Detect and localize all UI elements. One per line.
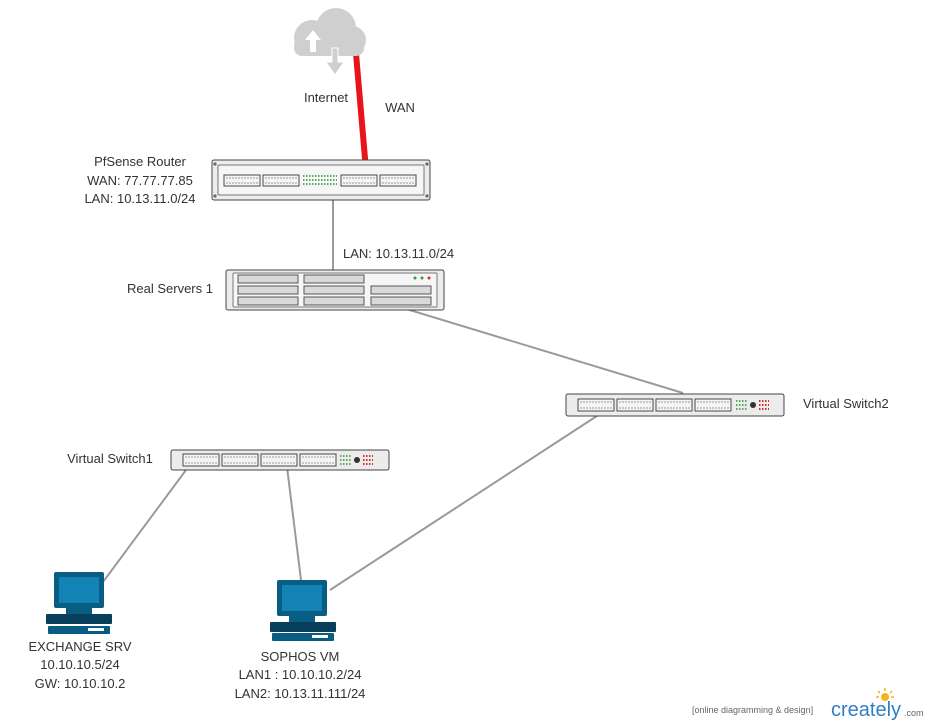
servers-to-vswitch2-link xyxy=(379,300,684,394)
exchange-ip-label: 10.10.10.5/24 xyxy=(40,657,120,672)
sophos-lan2-label: LAN2: 10.13.11.111/24 xyxy=(235,686,366,701)
watermark-brand: creately xyxy=(831,699,901,721)
watermark-suffix: .com xyxy=(904,708,924,718)
watermark-tagline: [online diagramming & design] xyxy=(692,705,813,715)
router-device xyxy=(211,159,431,201)
desktop-computer-icon xyxy=(46,572,112,634)
vswitch1-to-sophos-link xyxy=(286,466,302,581)
exchange-name-label: EXCHANGE SRV xyxy=(28,639,131,654)
desktop-computer-icon xyxy=(270,580,336,641)
exchange-gw-label: GW: 10.10.10.2 xyxy=(35,676,126,691)
router-lan-label: LAN: 10.13.11.0/24 xyxy=(84,191,195,206)
creately-watermark: [online diagramming & design] creately .… xyxy=(692,688,924,721)
router-lan-link-label: LAN: 10.13.11.0/24 xyxy=(343,246,454,261)
vswitch2-to-sophos-link xyxy=(329,411,604,591)
server-device xyxy=(225,269,445,311)
vswitch1-to-exchange-link xyxy=(102,469,187,583)
vswitch2-device xyxy=(565,393,785,417)
sophos-name-label: SOPHOS VM xyxy=(261,649,340,664)
sophos-lan1-label: LAN1 : 10.10.10.2/24 xyxy=(239,667,362,682)
vswitch1-device xyxy=(170,449,390,471)
vswitch1-label: Virtual Switch1 xyxy=(67,451,153,466)
servers-label: Real Servers 1 xyxy=(127,281,213,296)
router-ports xyxy=(223,174,417,187)
internet-label: Internet xyxy=(304,90,348,105)
router-wan-label: WAN: 77.77.77.85 xyxy=(87,173,193,188)
sun-logo-icon xyxy=(876,688,894,701)
cloud-upload-download-icon xyxy=(294,8,366,76)
router-name-label: PfSense Router xyxy=(94,154,186,169)
wan-link xyxy=(352,39,369,173)
wan-link-label: WAN xyxy=(385,100,415,115)
vswitch2-label: Virtual Switch2 xyxy=(803,396,889,411)
